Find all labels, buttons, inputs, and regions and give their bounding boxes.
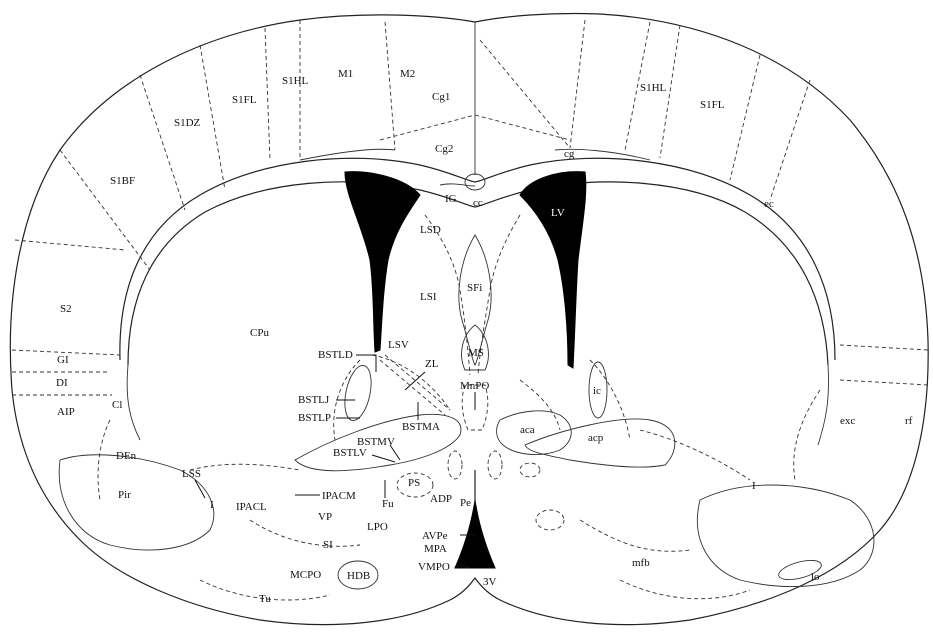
label-IPACM: IPACM (322, 490, 356, 502)
label-S1DZ: S1DZ (174, 117, 201, 129)
label-IPACL: IPACL (236, 501, 267, 513)
label-VP: VP (318, 511, 332, 523)
label-AVPe: AVPe (422, 530, 448, 542)
label-Tu: Tu (259, 593, 271, 605)
corpus-callosum-lower (128, 182, 828, 365)
label-cc: cc (473, 197, 483, 209)
label-M2: M2 (400, 68, 415, 80)
corpus-callosum-upper (120, 158, 835, 360)
label-I-right: I (752, 480, 756, 492)
label-ic: ic (593, 385, 601, 397)
lateral-ventricle-right (520, 172, 586, 368)
label-BSTLD: BSTLD (318, 349, 353, 361)
label-MnPO: MnPO (460, 380, 489, 392)
label-Cl: Cl (112, 399, 122, 411)
striatum-boundaries (98, 355, 820, 500)
label-3V: 3V (483, 576, 497, 588)
label-I-left: I (210, 499, 214, 511)
label-Fu: Fu (382, 498, 394, 510)
label-CPu: CPu (250, 327, 269, 339)
label-S1HL-left: S1HL (282, 75, 309, 87)
lateral-ventricle-left (345, 172, 420, 352)
label-SFi: SFi (467, 282, 482, 294)
anterior-commissure (497, 362, 675, 467)
label-LSD: LSD (420, 224, 441, 236)
label-DI: DI (56, 377, 68, 389)
label-ADP: ADP (430, 493, 452, 505)
label-GI: GI (57, 354, 69, 366)
label-LV: LV (551, 207, 565, 219)
label-S1FL-left: S1FL (232, 94, 257, 106)
label-cg: cg (564, 148, 575, 160)
label-BSTLV: BSTLV (333, 447, 367, 459)
label-ZL: ZL (425, 358, 439, 370)
label-aca: aca (520, 424, 535, 436)
label-VMPO: VMPO (418, 561, 450, 573)
label-LSV: LSV (388, 339, 409, 351)
third-ventricle (455, 500, 495, 568)
label-S1BF: S1BF (110, 175, 135, 187)
label-BSTLP: BSTLP (298, 412, 331, 424)
label-MCPO: MCPO (290, 569, 321, 581)
label-M1: M1 (338, 68, 353, 80)
label-S2: S2 (60, 303, 72, 315)
label-LSI: LSI (420, 291, 437, 303)
label-MPA: MPA (424, 543, 447, 555)
label-BSTMA: BSTMA (402, 421, 440, 433)
label-LPO: LPO (367, 521, 388, 533)
label-lo: lo (811, 571, 820, 583)
label-LSS: LSS (182, 468, 201, 480)
label-Pe: Pe (460, 497, 471, 509)
label-Cg2: Cg2 (435, 143, 453, 155)
label-PS: PS (408, 477, 420, 489)
label-SI: SI (323, 539, 333, 551)
label-acp: acp (588, 432, 604, 444)
external-capsule-right (818, 365, 829, 445)
label-Cg1: Cg1 (432, 91, 450, 103)
label-exc: exc (840, 415, 855, 427)
label-DEn: DEn (116, 450, 137, 462)
label-mfb: mfb (632, 557, 650, 569)
label-S1HL-right: S1HL (640, 82, 667, 94)
label-HDB: HDB (347, 570, 370, 582)
label-ec: ec (764, 198, 774, 210)
label-S1FL-right: S1FL (700, 99, 725, 111)
cortical-boundaries (12, 20, 928, 395)
external-capsule-left (127, 365, 140, 440)
label-Pir: Pir (118, 489, 131, 501)
label-BSTLJ: BSTLJ (298, 394, 330, 406)
label-rf: rf (905, 415, 913, 427)
label-AIP: AIP (57, 406, 75, 418)
label-MS: MS (468, 347, 484, 359)
label-IG: IG (445, 193, 457, 205)
